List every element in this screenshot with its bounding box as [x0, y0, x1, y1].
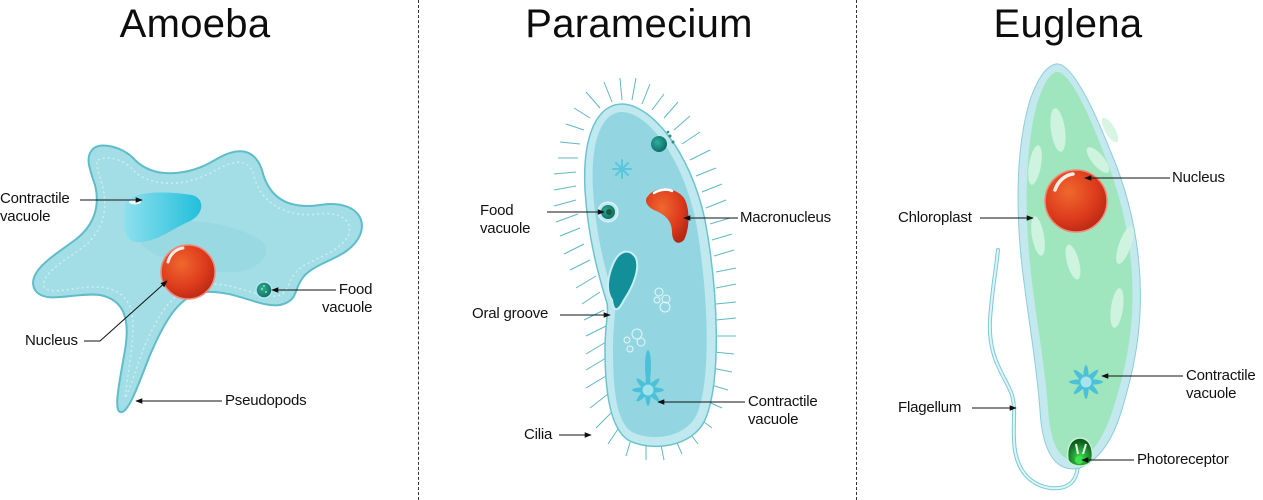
label-pseudopods: Pseudopods — [225, 392, 307, 409]
label-photoreceptor: Photoreceptor — [1137, 451, 1229, 468]
panel-title-euglena: Euglena — [993, 2, 1143, 46]
label-nucleus: Nucleus — [25, 332, 78, 349]
panel-title-paramecium: Paramecium — [525, 2, 753, 46]
paramecium-cilia — [553, 77, 737, 461]
euglena-illustration — [972, 63, 1183, 491]
panel-divider-2 — [856, 0, 857, 500]
label-contractile-vacuole: Contractile vacuole — [748, 393, 818, 428]
label-contractile-vacuole: Contractile vacuole — [1186, 367, 1256, 402]
label-cilia: Cilia — [524, 426, 553, 443]
paramecium-illustration — [547, 77, 745, 461]
paramecium-macronucleus — [646, 188, 689, 243]
euglena-nucleus — [1044, 169, 1108, 233]
label-food-vacuole: Food vacuole — [480, 202, 531, 237]
euglena-contractile-vacuole — [1069, 365, 1103, 399]
amoeba-food-vacuole — [255, 281, 273, 299]
paramecium-contractile-vacuole — [632, 350, 664, 406]
label-oral-groove: Oral groove — [472, 305, 549, 322]
label-flagellum: Flagellum — [898, 399, 962, 416]
label-contractile-vacuole: Contractile vacuole — [0, 190, 70, 225]
label-macronucleus: Macronucleus — [740, 209, 831, 226]
panel-title-amoeba: Amoeba — [119, 2, 271, 46]
paramecium-oral-groove — [606, 250, 639, 311]
amoeba-nucleus — [160, 244, 216, 300]
euglena-photoreceptor — [1066, 437, 1094, 467]
label-nucleus: Nucleus — [1172, 169, 1225, 186]
panel-divider-1 — [418, 0, 419, 500]
amoeba-illustration — [32, 144, 363, 413]
euglena-chloroplasts — [1028, 108, 1134, 328]
label-food-vacuole: Food vacuole — [322, 281, 373, 316]
amoeba-contractile-vacuole — [123, 192, 202, 243]
label-chloroplast: Chloroplast — [898, 209, 972, 226]
